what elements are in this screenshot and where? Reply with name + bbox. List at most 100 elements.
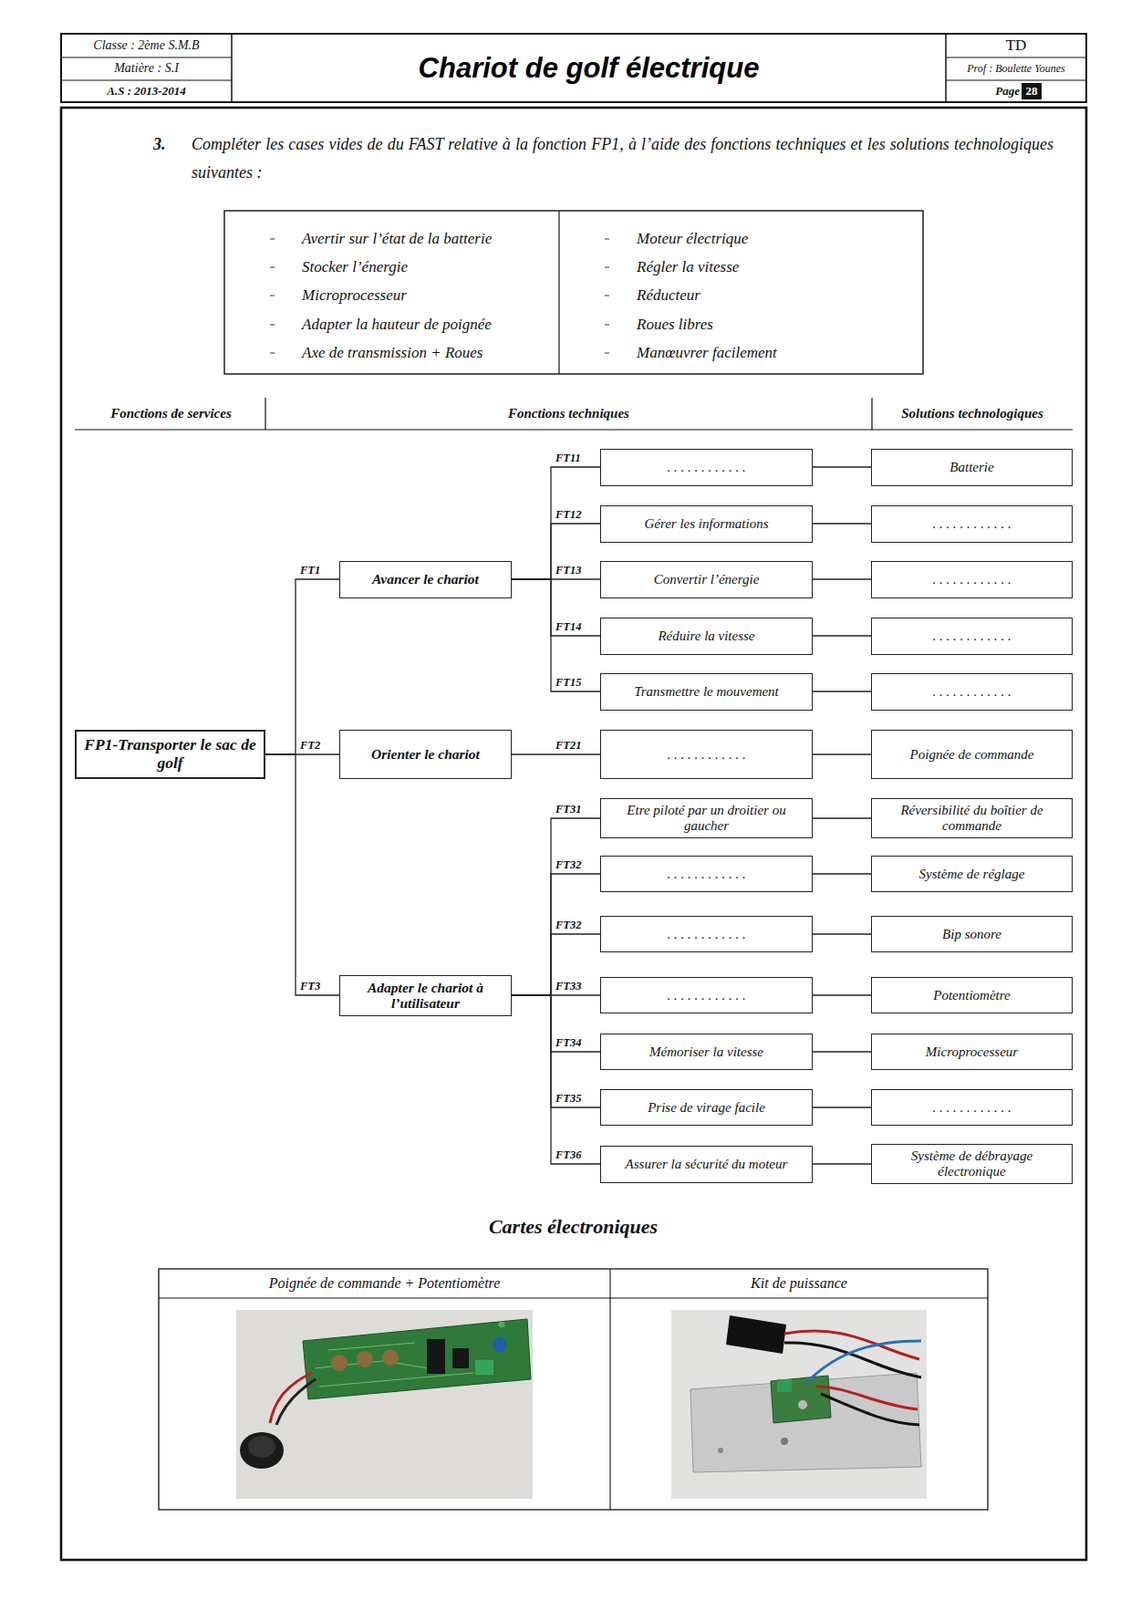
box-text: . . . . . . . . . . . .: [932, 628, 1011, 644]
box-text: Transmettre le mouvement: [633, 684, 779, 700]
tree-connector: [812, 522, 872, 524]
list-item: Manœuvrer facilement: [636, 342, 915, 364]
solution-box: Microprocesseur: [871, 1033, 1073, 1070]
pcb-pad: [331, 1354, 348, 1371]
list-dash: [604, 295, 610, 297]
header-rule: [61, 56, 232, 58]
power-kit-photo: [671, 1309, 927, 1499]
tree-connector: [812, 1162, 872, 1164]
tree-connector: [511, 753, 601, 755]
list-item: Avertir sur l’état de la batterie: [301, 228, 553, 250]
tree-connector: [265, 754, 340, 996]
solution-box: . . . . . . . . . . . .: [871, 505, 1073, 543]
connector: [726, 1315, 787, 1354]
function-code: FT33: [554, 979, 582, 993]
screw: [798, 1400, 808, 1410]
solution-box: . . . . . . . . . . . .: [871, 617, 1073, 655]
pcb-pad: [382, 1348, 399, 1366]
potentiometer-knob: [248, 1435, 276, 1458]
box-text: . . . . . . . . . . . .: [666, 987, 746, 1004]
box-text: FP1-Transporter le sac de golf: [82, 736, 259, 772]
plate-hole: [717, 1447, 724, 1453]
list-dash: [604, 267, 610, 269]
technical-function-box: . . . . . . . . . . . .: [600, 855, 813, 893]
list-dash: [269, 352, 275, 354]
tree-connector: [812, 933, 872, 934]
section-heading: Cartes électroniques: [158, 1211, 988, 1243]
tree-connector: [511, 818, 601, 996]
header-cell: Prof : Boulette Younes: [945, 57, 1087, 81]
potentiometer-knob: [239, 1431, 284, 1469]
list-item: Microprocesseur: [301, 284, 553, 307]
page-border: [61, 107, 1087, 1560]
box-text: Mémoriser la vitesse: [649, 1044, 764, 1060]
function-code: FT32: [554, 858, 582, 872]
list-dash: [269, 238, 275, 240]
box-text: . . . . . . . . . . . .: [932, 516, 1011, 532]
box-text: . . . . . . . . . . . .: [932, 684, 1011, 700]
box-text: Convertir l’énergie: [653, 571, 760, 588]
plate-hole: [780, 1437, 789, 1445]
box-text: Orienter le chariot: [371, 746, 480, 762]
box-text: . . . . . . . . . . . .: [666, 926, 746, 943]
technical-function-box: . . . . . . . . . . . .: [600, 448, 813, 487]
service-function-box: FP1-Transporter le sac de golf: [74, 729, 266, 779]
fast-header-rule: [871, 397, 872, 430]
tree-connector: [812, 1050, 872, 1052]
box-text: Système de réglage: [919, 866, 1026, 882]
tree-connector: [812, 466, 872, 467]
tree-connector: [511, 579, 601, 636]
function-code: FT2: [299, 738, 322, 752]
box-text: . . . . . . . . . . . .: [932, 1099, 1011, 1116]
header-cell: Matière : S.I: [61, 57, 232, 81]
header-rule: [230, 33, 233, 103]
box-text: . . . . . . . . . . . .: [666, 459, 746, 476]
box-text: Poignée de commande: [910, 747, 1035, 763]
function-code: FT15: [554, 675, 582, 689]
technical-function-box: Réduire la vitesse: [600, 617, 813, 655]
column-header: Fonctions de services: [76, 401, 266, 427]
function-code: FT36: [554, 1148, 582, 1162]
tree-connector: [812, 634, 872, 636]
tree-connector: [812, 817, 872, 819]
function-code: FT34: [554, 1036, 582, 1049]
function-code: FT12: [554, 508, 582, 521]
box-text: Prise de virage facile: [647, 1099, 766, 1116]
box-text: Assurer la sécurité du moteur: [625, 1156, 789, 1173]
technical-function-box: Mémoriser la vitesse: [600, 1033, 813, 1070]
column-header: Fonctions techniques: [265, 401, 872, 427]
box-text: . . . . . . . . . . . .: [666, 866, 746, 882]
box-text: Potentiomètre: [933, 987, 1010, 1004]
list-table: [224, 210, 924, 374]
technical-function-box: Gérer les informations: [600, 505, 813, 543]
box-text: Réduire la vitesse: [657, 628, 755, 644]
solution-box: Poignée de commande: [871, 729, 1073, 779]
list-dash: [269, 295, 275, 297]
function-box: Orienter le chariot: [339, 729, 512, 779]
header-cell: Classe : 2ème S.M.B: [61, 33, 232, 58]
ic-chip: [426, 1338, 446, 1374]
tree-connector: [511, 933, 601, 996]
list-item: Adapter la hauteur de poignée: [301, 313, 553, 336]
box-text: Système de débrayage électronique: [877, 1148, 1067, 1180]
tree-connector: [511, 873, 601, 996]
technical-function-box: Assurer la sécurité du moteur: [600, 1145, 813, 1183]
technical-function-box: Etre piloté par un droitier ou gaucher: [600, 798, 813, 839]
tree-connector: [511, 995, 601, 1164]
header-rule: [944, 33, 947, 103]
solution-box: Potentiomètre: [871, 976, 1073, 1014]
technical-function-box: . . . . . . . . . . . .: [600, 915, 813, 953]
terminal-block: [777, 1379, 792, 1392]
list-dash: [269, 324, 275, 326]
table-header: Poignée de commande + Potentiomètre: [158, 1268, 611, 1298]
column-header: Solutions technologiques: [871, 401, 1073, 427]
header-rule: [61, 79, 232, 81]
box-text: Bip sonore: [942, 926, 1002, 943]
pcb-trace: [328, 1342, 416, 1350]
header-cell: TD: [945, 33, 1087, 58]
tree-connector: [812, 872, 872, 874]
header-rule: [945, 79, 1087, 81]
pcb-pad: [356, 1350, 374, 1368]
function-code: FT3: [299, 979, 322, 993]
fast-header-rule: [74, 428, 1073, 430]
